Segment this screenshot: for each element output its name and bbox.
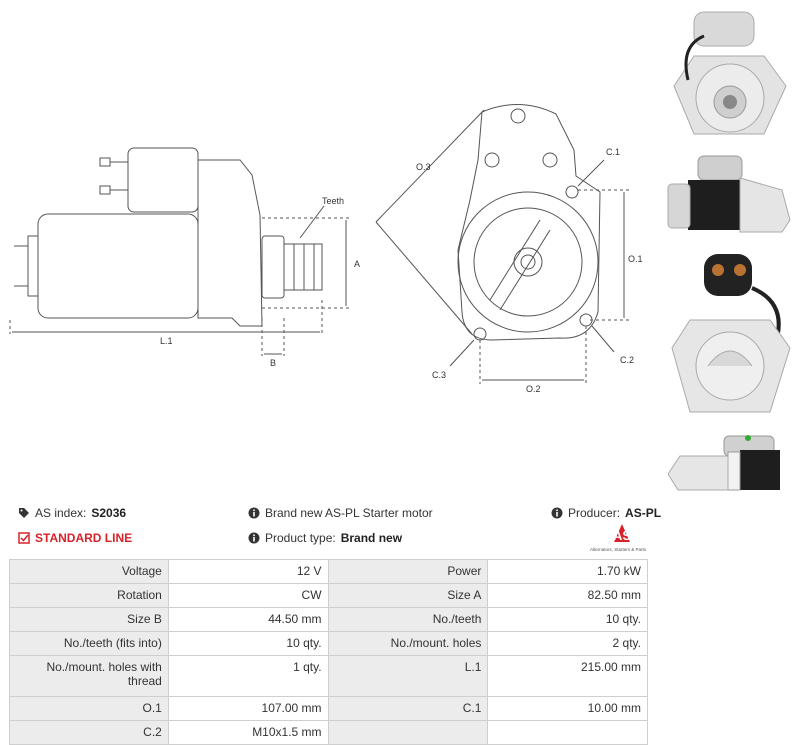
table-row: C.2 M10x1.5 mm [9,720,648,745]
standard-line: STANDARD LINE [18,531,132,545]
solenoid-outline [127,147,199,213]
label-o1: O.1 [628,254,643,264]
photo-front-view[interactable] [664,6,796,140]
table-row: No./mount. holes with thread 1 qty. L.1 … [9,655,648,697]
label-c2: C.2 [620,355,634,365]
label-b: B [270,358,276,368]
label-teeth: Teeth [322,196,344,206]
info-circle-icon [248,507,260,519]
info-circle-icon [248,532,260,544]
as-index: AS index: S2036 [18,506,126,520]
photo-side-view-2[interactable] [664,430,796,496]
table-row: No./teeth (fits into) 10 qty. No./mount.… [9,631,648,656]
motor-body-outline [37,213,199,319]
svg-text:AS: AS [613,528,631,543]
table-row: O.1 107.00 mm C.1 10.00 mm [9,696,648,721]
label-a: A [354,259,360,269]
as-index-value: S2036 [91,506,127,520]
producer: Producer: AS-PL [551,506,661,520]
photo-rear-view[interactable] [664,248,796,418]
flange-outline [457,103,601,341]
technical-drawing: Teeth A B L.1 O.1 O.2 O.3 C.1 C.2 C.3 [9,103,643,394]
label-o3: O.3 [416,162,431,172]
label-c1: C.1 [606,147,620,157]
product-type: Product type: Brand new [248,531,402,545]
label-l1: L.1 [160,336,173,346]
table-row: Voltage 12 V Power 1.70 kW [9,559,648,584]
pinion-outline [261,235,285,299]
product-info: AS index: S2036 STANDARD LINE Brand new … [0,500,800,560]
product-photos [660,0,800,500]
hole-c1 [565,185,579,199]
drive-housing-outline [197,159,263,327]
photo-side-view[interactable] [664,150,796,240]
info-circle-icon [551,507,563,519]
label-c3: C.3 [432,370,446,380]
table-row: Size B 44.50 mm No./teeth 10 qty. [9,607,648,632]
spec-table: Voltage 12 V Power 1.70 kW Rotation CW S… [9,559,648,745]
description: Brand new AS-PL Starter motor [248,506,433,520]
table-row: Rotation CW Size A 82.50 mm [9,583,648,608]
housing-outer-circle [457,191,599,333]
label-o2: O.2 [526,384,541,394]
check-square-icon [18,532,30,544]
svg-text:Alternators, Starters & Parts: Alternators, Starters & Parts [590,547,647,552]
tags-icon [19,508,29,518]
as-pl-logo: AS Alternators, Starters & Parts [590,524,647,552]
